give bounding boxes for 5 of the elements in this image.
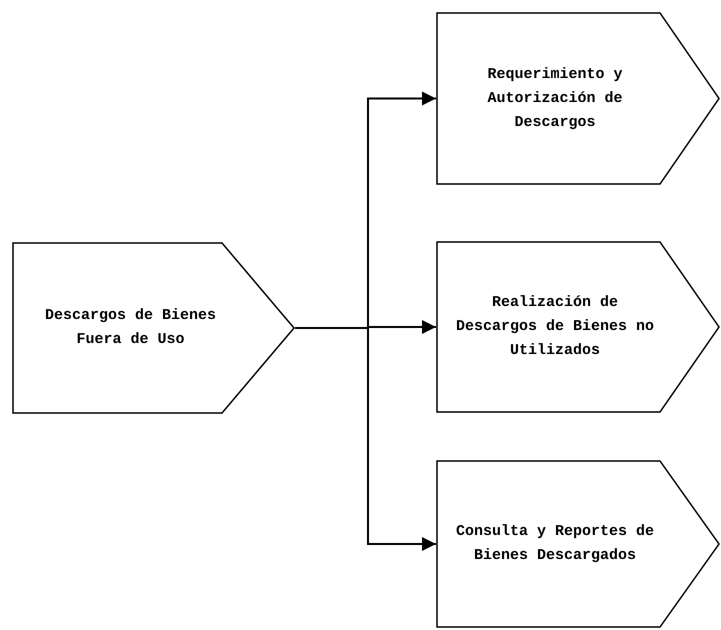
node-label: Descargos de Bienes Fuera de Uso bbox=[44, 306, 218, 350]
node-label: Requerimiento y Autorización de Descargos bbox=[486, 64, 624, 132]
node-label: Consulta y Reportes de Bienes Descargados bbox=[454, 522, 656, 566]
arrow bbox=[295, 327, 436, 551]
node-label: Realización de Descargos de Bienes no Utilizados bbox=[454, 293, 656, 361]
